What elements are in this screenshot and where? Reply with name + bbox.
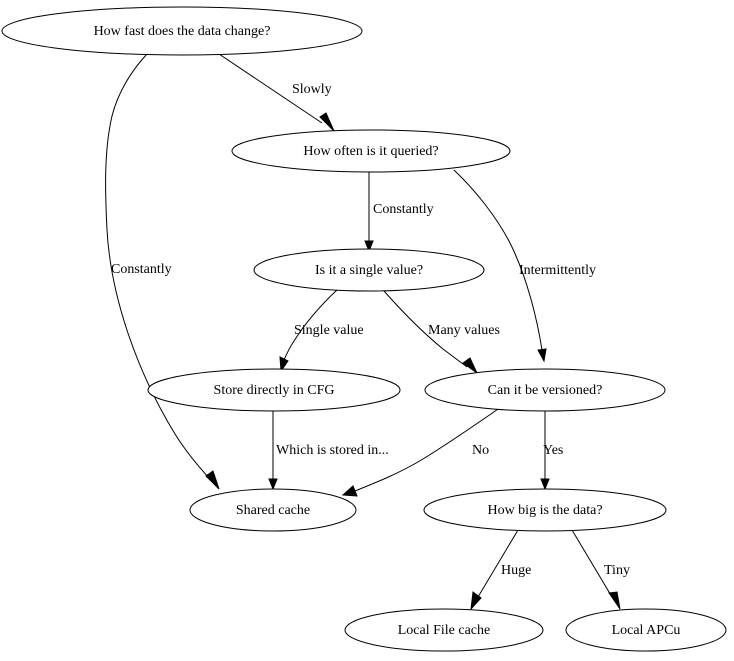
arrowhead-icon <box>537 348 547 363</box>
arrowhead-icon <box>279 356 289 373</box>
edge-label: Constantly <box>111 262 172 277</box>
node-ellipse[interactable] <box>423 488 667 532</box>
arrowhead-icon <box>268 478 278 491</box>
node-label: Is it a single value? <box>315 263 423 278</box>
edges-layer <box>105 53 621 611</box>
edge-labels-layer: ConstantlySlowlyConstantlyIntermittently… <box>111 82 630 578</box>
edge-how-fast-to-how-often <box>218 53 335 132</box>
edge-line <box>105 53 211 480</box>
edge-label: Constantly <box>373 202 434 217</box>
node-ellipse[interactable] <box>565 608 727 652</box>
edge-versioned-to-shared-cache <box>341 406 502 497</box>
node-label: How fast does the data change? <box>94 24 271 39</box>
edge-label: No <box>472 443 489 458</box>
edge-versioned-to-how-big <box>540 411 550 491</box>
node-local-apcu[interactable]: Local APCu <box>565 608 727 652</box>
nodes-layer: How fast does the data change? How often … <box>1 6 727 652</box>
node-label: How big is the data? <box>487 503 602 518</box>
node-ellipse[interactable] <box>344 608 544 652</box>
node-label: Local APCu <box>612 623 681 638</box>
node-label: How often is it queried? <box>303 144 438 159</box>
arrowhead-icon <box>205 470 220 490</box>
arrowhead-icon <box>319 112 335 132</box>
edge-label: Intermittently <box>519 263 596 278</box>
edge-single-value-to-versioned <box>383 290 479 375</box>
edge-label: Yes <box>543 443 563 458</box>
edge-label: Slowly <box>292 82 332 97</box>
arrowhead-icon <box>341 485 358 497</box>
edge-how-often-to-single-value <box>364 172 374 253</box>
node-how-big[interactable]: How big is the data? <box>423 488 667 532</box>
node-ellipse[interactable] <box>147 368 401 412</box>
arrowhead-icon <box>540 478 550 491</box>
node-ellipse[interactable] <box>1 6 363 56</box>
edge-how-big-to-local-apcu <box>571 529 621 610</box>
edge-label: Tiny <box>604 563 630 578</box>
node-ellipse[interactable] <box>424 368 666 412</box>
node-how-fast[interactable]: How fast does the data change? <box>1 6 363 56</box>
node-label: Shared cache <box>236 503 310 518</box>
node-label: Store directly in CFG <box>214 383 335 398</box>
edge-label: Huge <box>501 563 531 578</box>
node-ellipse[interactable] <box>231 129 511 173</box>
edge-line <box>477 529 519 598</box>
edge-line <box>453 169 543 351</box>
edge-line <box>383 290 468 368</box>
node-store-cfg[interactable]: Store directly in CFG <box>147 368 401 412</box>
arrowhead-icon <box>462 357 479 375</box>
edge-label: Single value <box>294 323 364 338</box>
arrowhead-icon <box>470 591 482 611</box>
node-versioned[interactable]: Can it be versioned? <box>424 368 666 412</box>
edge-single-value-to-store-cfg <box>279 288 339 373</box>
edge-label: Which is stored in... <box>276 443 389 458</box>
node-single-value[interactable]: Is it a single value? <box>253 248 485 292</box>
arrowhead-icon <box>364 240 374 253</box>
edge-line <box>283 288 339 361</box>
edge-line <box>354 406 502 492</box>
edge-how-fast-to-shared-cache <box>105 53 220 490</box>
node-ellipse[interactable] <box>253 248 485 292</box>
node-ellipse[interactable] <box>189 488 357 532</box>
edge-line <box>571 529 613 598</box>
node-local-file[interactable]: Local File cache <box>344 608 544 652</box>
node-how-often[interactable]: How often is it queried? <box>231 129 511 173</box>
edge-line <box>218 53 323 124</box>
node-label: Can it be versioned? <box>488 383 603 398</box>
edge-store-cfg-to-shared-cache <box>268 411 278 491</box>
node-label: Local File cache <box>398 623 491 638</box>
node-shared-cache[interactable]: Shared cache <box>189 488 357 532</box>
arrowhead-icon <box>608 591 621 610</box>
edge-label: Many values <box>428 323 500 338</box>
edge-how-often-to-versioned <box>453 169 547 363</box>
edge-how-big-to-local-file <box>470 529 519 611</box>
